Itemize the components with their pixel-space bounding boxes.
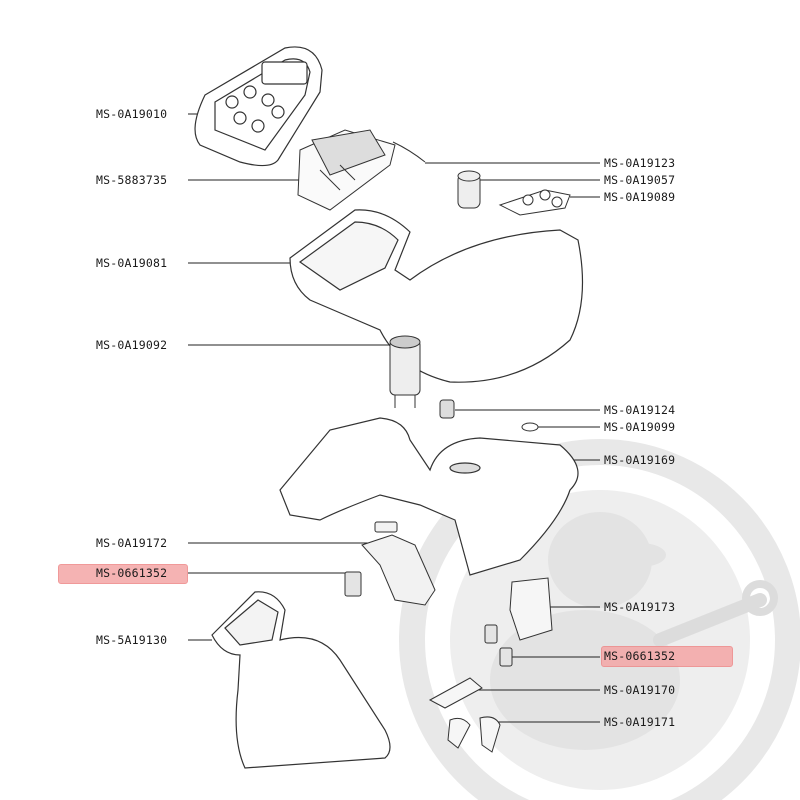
part-label[interactable]: MS-0A19089 — [604, 190, 676, 204]
part-label[interactable]: MS-0A19057 — [604, 173, 676, 187]
part-label[interactable]: MS-0A19170 — [604, 683, 676, 697]
heater-cylinder — [389, 335, 421, 408]
button-strip — [498, 189, 571, 216]
part-label[interactable]: MS-5883735 — [96, 173, 168, 187]
mascot-watermark — [399, 439, 800, 800]
part-label[interactable]: MS-5A19130 — [96, 633, 168, 647]
part-label[interactable]: MS-0A19099 — [604, 420, 676, 434]
wire-part — [392, 141, 426, 163]
base-cover — [211, 591, 391, 769]
leader-lines — [188, 113, 600, 723]
part-label[interactable]: MS-0A19123 — [604, 156, 676, 170]
highlight-left — [58, 564, 188, 584]
control-panel-cover — [194, 46, 323, 167]
upper-housing — [289, 209, 584, 383]
part-label[interactable]: MS-0A19173 — [604, 600, 676, 614]
part-label[interactable]: MS-0A19172 — [96, 536, 168, 550]
main-body — [279, 417, 579, 576]
sensor-part — [439, 399, 539, 432]
part-label-highlighted[interactable]: MS-0661352 — [96, 566, 168, 580]
power-board — [297, 129, 396, 211]
right-mechanism — [428, 577, 553, 753]
part-label[interactable]: MS-0A19124 — [604, 403, 676, 417]
part-label[interactable]: MS-0A19081 — [96, 256, 168, 270]
part-label[interactable]: MS-0A19010 — [96, 107, 168, 121]
highlight-right — [601, 646, 733, 667]
part-label[interactable]: MS-0A19171 — [604, 715, 676, 729]
part-label-highlighted[interactable]: MS-0661352 — [604, 649, 676, 663]
switch-assembly — [344, 521, 436, 606]
knob-part — [457, 170, 481, 209]
part-label[interactable]: MS-0A19092 — [96, 338, 168, 352]
part-label[interactable]: MS-0A19169 — [604, 453, 676, 467]
